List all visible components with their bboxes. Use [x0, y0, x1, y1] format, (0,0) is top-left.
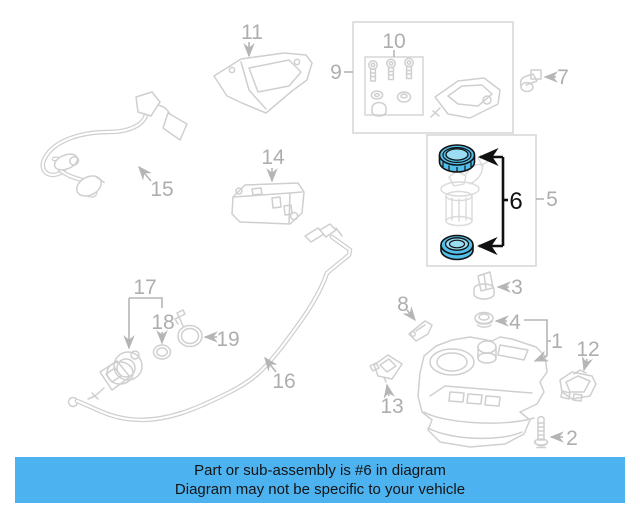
part-label-13: 13	[380, 395, 403, 418]
banner-line-2: Diagram may not be specific to your vehi…	[174, 481, 466, 498]
leader-8	[402, 306, 416, 322]
part-label-18: 18	[151, 311, 174, 334]
part-19-clamp	[174, 309, 203, 348]
notice-banner: Part or sub-assembly is #6 in diagram Di…	[15, 457, 625, 503]
part-label-10: 10	[382, 30, 405, 53]
part-label-15: 15	[150, 178, 173, 201]
part-label-3: 3	[511, 276, 523, 299]
part-label-1: 1	[551, 330, 563, 353]
kit-module-icon	[430, 77, 501, 119]
part-label-8: 8	[397, 293, 409, 316]
kit-bolt-icon	[368, 60, 378, 82]
leader-13	[383, 383, 395, 399]
part-label-7: 7	[557, 66, 569, 89]
part-5-box	[426, 134, 537, 267]
kit-bolt-icon	[386, 58, 396, 81]
part-6-lock-ring-highlight	[438, 144, 476, 173]
part-2-bolt	[533, 415, 549, 449]
part-15-wiring-harness	[40, 91, 188, 198]
part-7-elbow-fitting	[519, 69, 542, 93]
leader-16	[264, 356, 278, 373]
part-11-cover	[213, 52, 313, 114]
part-12-valve	[559, 369, 597, 402]
part-4-seal	[474, 311, 494, 328]
part-label-9: 9	[330, 61, 342, 84]
part-1-fuel-tank	[417, 336, 548, 448]
kit-washer-icon	[370, 90, 384, 100]
part-3-valve	[473, 271, 495, 300]
banner-line-1: Part or sub-assembly is #6 in diagram	[194, 462, 446, 479]
part-8-bracket	[408, 320, 433, 342]
part-label-12: 12	[576, 338, 599, 361]
part-17-regulator	[87, 350, 143, 400]
part-14-bracket	[231, 182, 305, 225]
part-label-16: 16	[272, 370, 295, 393]
kit-cap-icon	[371, 101, 387, 117]
part-label-2: 2	[566, 427, 578, 450]
leader-15	[138, 165, 152, 182]
part-10-hardware-kit	[368, 57, 501, 119]
part-label-14: 14	[261, 146, 285, 169]
part-label-5: 5	[546, 188, 558, 211]
leader-17	[123, 297, 163, 350]
part-18-o-ring	[152, 344, 172, 360]
part-label-4: 4	[509, 311, 521, 334]
part-label-6-highlight: 6	[509, 188, 522, 215]
kit-bolt-icon	[404, 57, 414, 80]
part-label-17: 17	[133, 276, 156, 299]
part-label-11: 11	[241, 21, 263, 44]
part-13-sensor	[369, 354, 403, 383]
part-16-fuel-line	[67, 223, 353, 423]
part-6-seal-highlight	[440, 234, 474, 261]
callout-6	[476, 147, 508, 256]
leader-1	[524, 319, 551, 362]
leader-12	[581, 355, 593, 372]
part-label-19: 19	[216, 328, 239, 351]
kit-grommet-icon	[396, 91, 412, 103]
